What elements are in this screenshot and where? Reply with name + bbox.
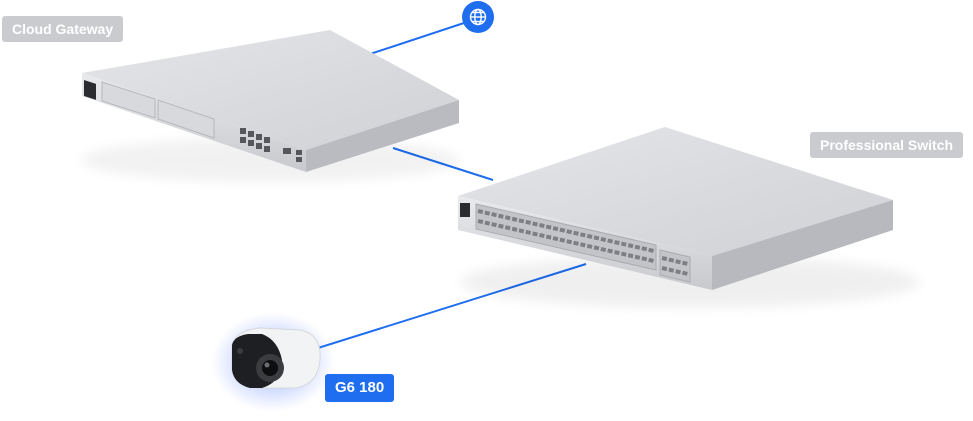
professional-switch-label: Professional Switch: [810, 132, 964, 158]
camera-device: [211, 312, 335, 412]
globe-icon: [469, 8, 487, 26]
camera-label: G6 180: [325, 374, 395, 402]
cloud-gateway-device: [80, 30, 460, 182]
gateway-ports: [240, 128, 302, 162]
professional-switch-device: [458, 127, 920, 308]
internet-node: [462, 1, 494, 33]
switch-port-block: [475, 203, 691, 283]
cloud-gateway-label: Cloud Gateway: [2, 16, 124, 42]
